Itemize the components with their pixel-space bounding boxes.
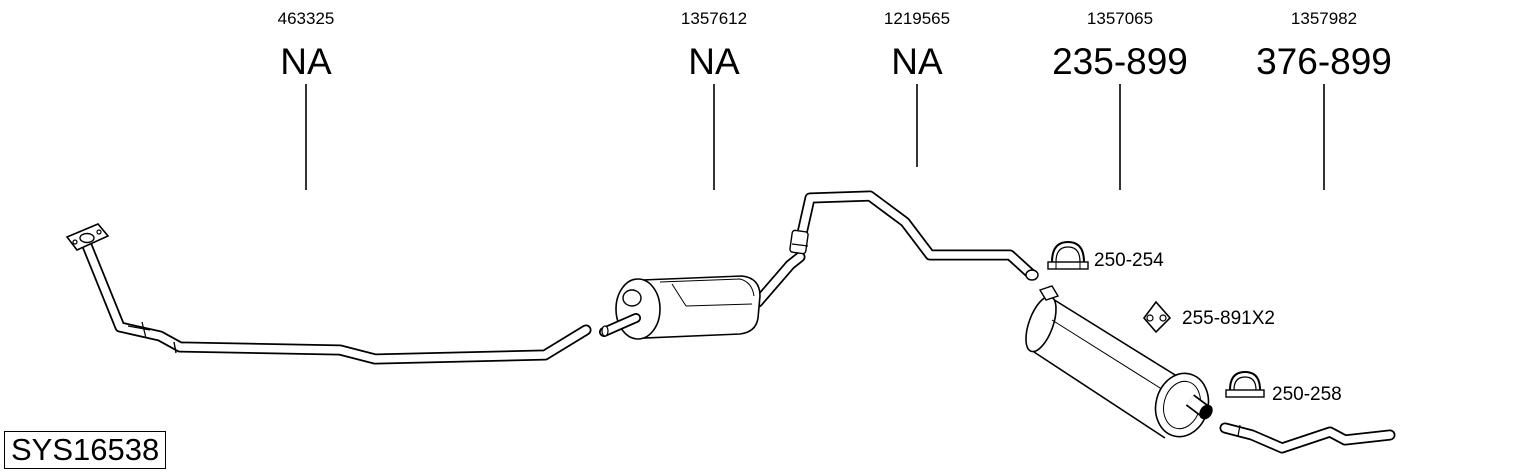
column-1219565: 1219565 NA [884,9,950,167]
front-pipe [65,223,592,365]
accessory-250-258: 250-258 [1225,370,1342,405]
accessory-250-254: 250-254 [1047,240,1164,271]
part-number: 376-899 [1256,41,1392,82]
column-463325: 463325 NA [278,9,335,190]
flange [65,223,110,251]
oe-number: 1357982 [1291,9,1357,28]
rear-silencer [1025,285,1213,439]
column-1357612: 1357612 NA [681,9,747,190]
clamp-icon [1225,370,1265,398]
part-number: NA [280,41,332,82]
system-code-label: SYS16538 [4,431,167,469]
part-number: NA [891,41,943,82]
tail-pipe [1219,422,1396,454]
accessory-code: 250-258 [1272,384,1342,405]
oe-number: 1219565 [884,9,950,28]
column-1357065: 1357065 235-899 [1052,9,1188,190]
accessory-255-891X2: 255-891X2 [1142,300,1275,334]
accessory-code: 255-891X2 [1182,308,1275,329]
column-1357982: 1357982 376-899 [1256,9,1392,190]
oe-number: 1357065 [1087,9,1153,28]
oe-number: 1357612 [681,9,747,28]
rubber-mount-icon [1142,300,1172,334]
oe-number: 463325 [278,9,335,28]
intermediate-pipe [789,190,1039,281]
centre-silencer [599,251,806,340]
part-number: 235-899 [1052,41,1188,82]
clamp-icon [1047,240,1089,270]
accessory-code: 250-254 [1094,250,1164,271]
part-number: NA [688,41,740,82]
